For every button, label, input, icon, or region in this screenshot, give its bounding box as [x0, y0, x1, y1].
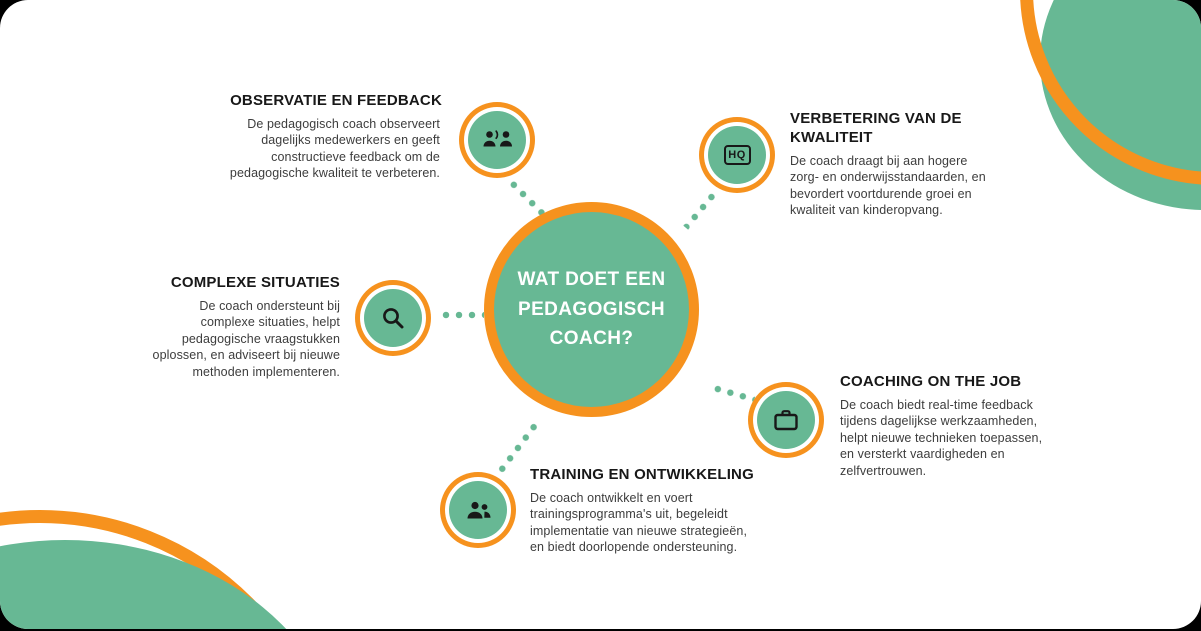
node-coaching-on-the-job: COACHING ON THE JOB De coach biedt real-… — [840, 373, 1052, 479]
node-observatie-en-feedback: OBSERVATIE EN FEEDBACK De pedagogisch co… — [205, 92, 442, 182]
dotted-connector-complexe — [442, 311, 484, 319]
node-verbetering-van-de-kwaliteit: VERBETERING VAN DE KWALITEIT De coach dr… — [790, 110, 990, 219]
speaking-person-icon — [481, 127, 513, 153]
node-complexe-situaties: COMPLEXE SITUATIES De coach ondersteunt … — [143, 274, 340, 380]
node-body: De coach ontwikkelt en voert trainingspr… — [530, 490, 748, 555]
node-title: OBSERVATIE EN FEEDBACK — [230, 92, 442, 109]
node-circle-verbetering: HQ — [708, 126, 766, 184]
node-title: COMPLEXE SITUATIES — [170, 274, 340, 291]
briefcase-icon — [772, 407, 800, 433]
center-title: WAT DOET EEN PEDAGOGISCH COACH? — [517, 269, 666, 350]
node-training-en-ontwikkeling: TRAINING EN ONTWIKKELING De coach ontwik… — [530, 466, 762, 556]
hq-badge-icon: HQ — [723, 145, 751, 165]
dotted-connector-verbetering — [682, 191, 718, 231]
node-body: De coach ondersteunt bij complexe situat… — [152, 298, 340, 379]
dotted-connector-coaching — [712, 384, 756, 404]
node-circle-coaching — [757, 391, 815, 449]
node-title: COACHING ON THE JOB — [840, 373, 1022, 390]
magnifier-icon — [379, 304, 407, 332]
node-body: De coach draagt bij aan hogere zorg- en … — [790, 153, 986, 218]
center-circle: WAT DOET EEN PEDAGOGISCH COACH? — [484, 202, 699, 417]
node-title: VERBETERING VAN DE KWALITEIT — [790, 110, 962, 146]
node-body: De coach biedt real-time feedback tijden… — [840, 397, 1043, 478]
node-circle-complexe — [364, 289, 422, 347]
node-circle-training — [449, 481, 507, 539]
node-title: TRAINING EN ONTWIKKELING — [530, 466, 754, 483]
node-circle-observatie — [468, 111, 526, 169]
group-icon — [464, 497, 492, 523]
node-body: De pedagogisch coach observeert dagelijk… — [229, 116, 440, 181]
